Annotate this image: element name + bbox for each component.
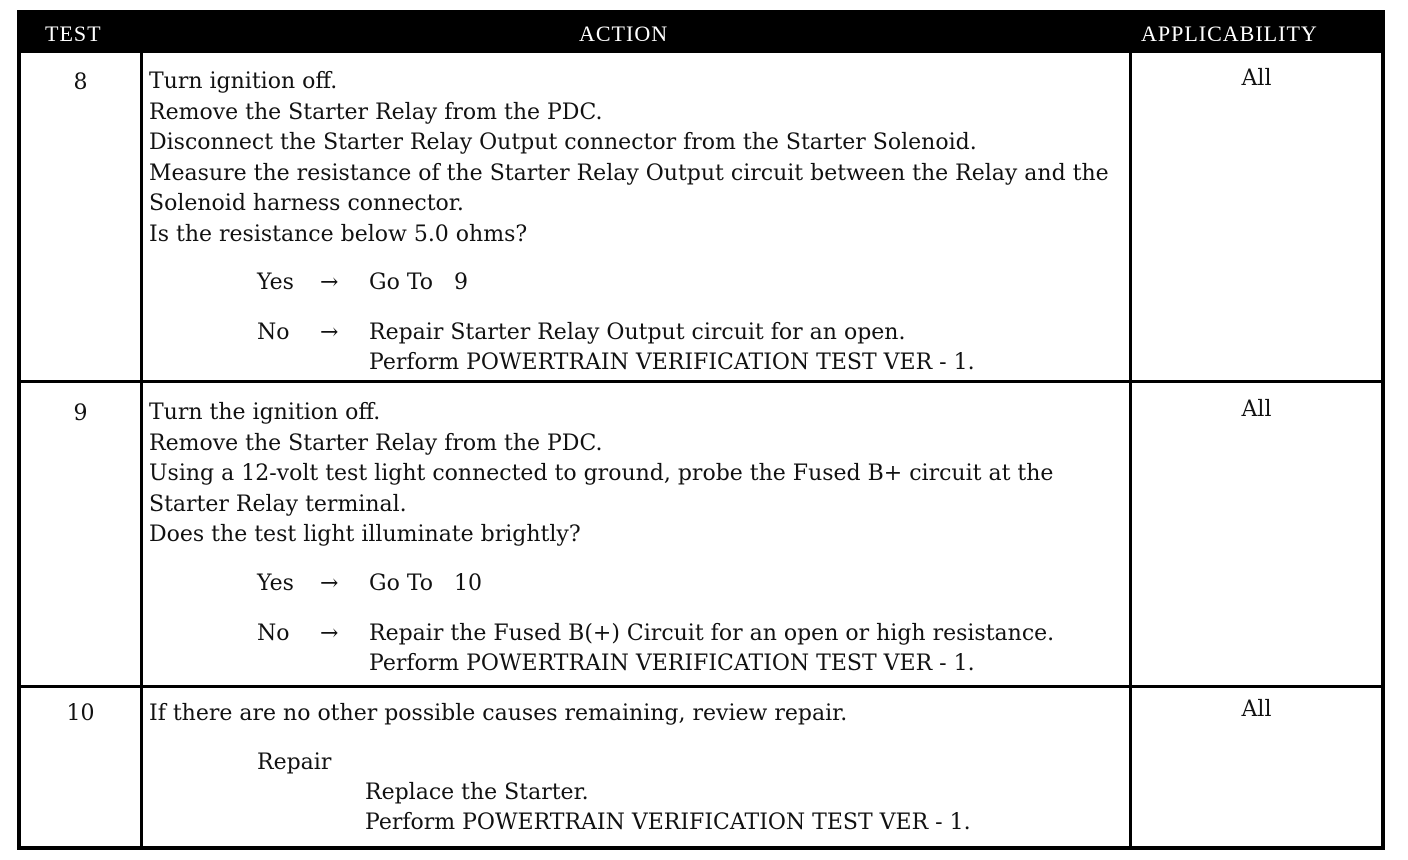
repair-step: Replace the Starter. (149, 778, 1125, 808)
no-result: Repair Starter Relay Output circuit for … (369, 320, 906, 345)
repair-choice: Repair (149, 748, 1125, 778)
repair-action: Replace the Starter. (365, 779, 589, 805)
action-cell: Turn the ignition off. Remove the Starte… (149, 398, 1125, 679)
no-result: Repair the Fused B(+) Circuit for an ope… (369, 620, 1055, 646)
test-number: 9 (73, 401, 88, 426)
action-line: Starter Relay terminal. (149, 491, 407, 517)
no-choice: No → Repair Starter Relay Output circuit… (149, 318, 1125, 348)
no-choice: No → Repair the Fused B(+) Circuit for a… (149, 619, 1125, 649)
yes-choice: Yes → Go To 10 (149, 569, 1125, 599)
repair-followup: Perform POWERTRAIN VERIFICATION TEST VER… (149, 808, 1125, 838)
no-result-followup: Perform POWERTRAIN VERIFICATION TEST VER… (149, 348, 1125, 378)
arrow-right-icon: → (320, 620, 339, 646)
arrow-right-icon: → (320, 270, 339, 295)
column-divider-test (140, 53, 143, 846)
test-number: 10 (66, 701, 95, 726)
diagnostic-table: TEST ACTION APPLICABILITY 8 All Turn ign… (17, 10, 1385, 850)
verification-step: Perform POWERTRAIN VERIFICATION TEST VER… (369, 350, 975, 375)
action-line: Disconnect the Starter Relay Output conn… (149, 130, 977, 155)
header-applicability: APPLICABILITY (1141, 21, 1318, 46)
header-test: TEST (45, 21, 102, 46)
applicability-value: All (1241, 66, 1272, 91)
yes-label: Yes (257, 570, 294, 596)
arrow-right-icon: → (320, 320, 339, 345)
applicability-value: All (1241, 397, 1272, 422)
table-row: 8 All Turn ignition off. Remove the Star… (21, 53, 1381, 380)
table-row: 10 All If there are no other possible ca… (21, 688, 1381, 846)
yes-result: Go To 9 (369, 270, 468, 295)
verification-step: Perform POWERTRAIN VERIFICATION TEST VER… (369, 650, 975, 676)
action-line: Solenoid harness connector. (149, 191, 464, 216)
action-line: Does the test light illuminate brightly? (149, 522, 581, 547)
yes-choice: Yes → Go To 9 (149, 268, 1125, 298)
arrow-right-icon: → (320, 570, 339, 596)
no-label: No (257, 320, 290, 345)
action-line: Using a 12-volt test light connected to … (149, 461, 1054, 486)
action-line: Measure the resistance of the Starter Re… (149, 160, 1109, 186)
repair-label: Repair (257, 749, 332, 775)
row-divider (21, 685, 1381, 688)
test-number: 8 (73, 70, 88, 95)
action-line: Is the resistance below 5.0 ohms? (149, 221, 528, 247)
yes-result: Go To 10 (369, 570, 482, 596)
action-line: Turn ignition off. (149, 69, 338, 94)
table-header: TEST ACTION APPLICABILITY (21, 14, 1381, 53)
no-result-followup: Perform POWERTRAIN VERIFICATION TEST VER… (149, 649, 1125, 679)
action-line: Remove the Starter Relay from the PDC. (149, 99, 603, 125)
yes-label: Yes (257, 270, 294, 295)
action-cell: If there are no other possible causes re… (149, 699, 1125, 838)
action-line: If there are no other possible causes re… (149, 701, 848, 726)
action-line: Remove the Starter Relay from the PDC. (149, 430, 603, 456)
applicability-value: All (1241, 697, 1272, 722)
row-divider (21, 380, 1381, 383)
verification-step: Perform POWERTRAIN VERIFICATION TEST VER… (365, 809, 971, 835)
action-cell: Turn ignition off. Remove the Starter Re… (149, 67, 1125, 378)
header-action: ACTION (579, 21, 669, 46)
action-line: Turn the ignition off. (149, 400, 381, 425)
no-label: No (257, 620, 290, 646)
table-row: 9 All Turn the ignition off. Remove the … (21, 383, 1381, 685)
column-divider-applicability (1129, 53, 1132, 846)
